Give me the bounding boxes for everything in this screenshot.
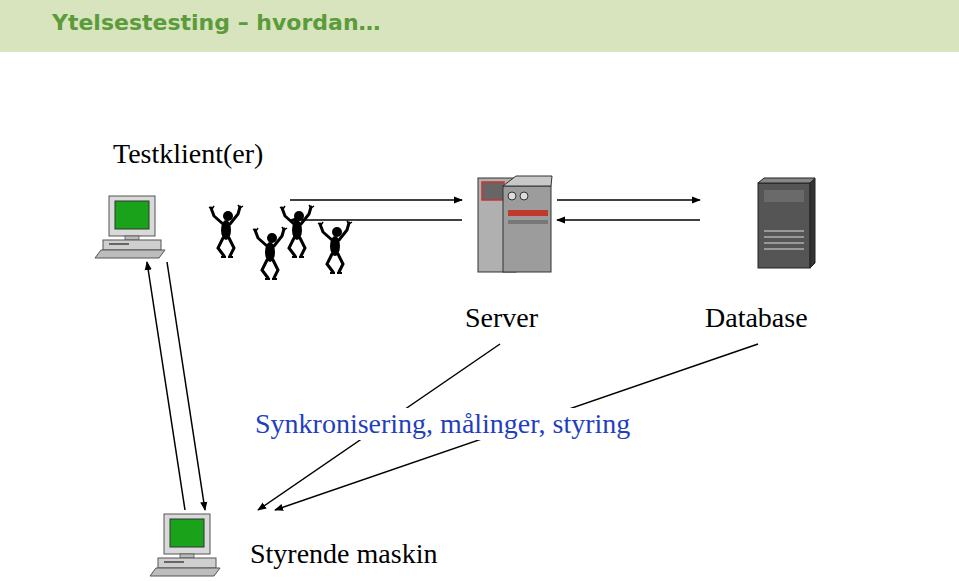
database-node: Database [700, 175, 825, 340]
node-label: Styrende maskin [250, 538, 437, 570]
node-label: Database [705, 302, 808, 334]
server-node: Server [462, 172, 557, 340]
arrow-connector [290, 199, 462, 201]
controller-node: Styrende maskin [148, 510, 468, 576]
annotation-label: Synkronisering, målinger, styring [252, 408, 633, 440]
node-label: Testklient(er) [113, 138, 263, 170]
arrow-connector [147, 262, 185, 510]
arrow-connector [557, 219, 700, 221]
arrow-connector [167, 262, 205, 510]
arrow-connector [290, 219, 462, 221]
slide-title: Ytelsestesting – hvordan… [52, 10, 381, 35]
client-node: Testklient(er) [95, 138, 290, 262]
node-label: Server [465, 302, 538, 334]
arrow-connector [557, 199, 700, 201]
